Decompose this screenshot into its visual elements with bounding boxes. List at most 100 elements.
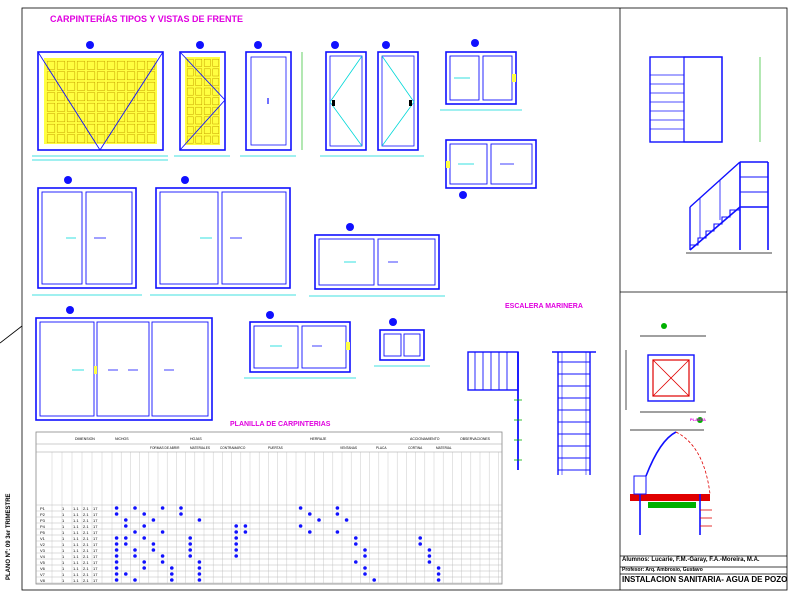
row-depth: 17 [93,577,98,583]
glass-pane [56,113,66,123]
glass-pane [186,106,194,115]
glass-pane [66,81,76,91]
glass-pane [195,106,203,115]
row-depth: 17 [93,571,98,577]
glass-pane [212,68,220,77]
glass-pane [195,58,203,67]
schedule-mark [151,548,156,552]
row-width: 1.1 [73,547,79,553]
glass-grid [46,60,156,144]
row-depth: 17 [93,541,98,547]
glass-pane [126,92,136,102]
schedule-mark [133,578,137,582]
schedule-mark [160,506,165,510]
schedule-mark [436,566,441,570]
schedule-mark [114,542,119,546]
glass-pane [86,81,96,91]
glass-pane [136,71,146,81]
glass-pane [116,102,126,112]
schedule-mark [114,554,119,558]
glass-pane [66,134,76,144]
schedule-sub-header: CONTRAMARCO [220,446,246,450]
schedule-border [35,431,503,585]
glass-pane [195,126,203,134]
row-code: V7 [40,571,45,577]
window-type-4 [150,176,296,296]
schedule-mark [363,554,367,558]
glass-pane [66,102,76,112]
type-marker-icon [346,223,354,231]
schedule-mark [133,548,137,552]
glass-pane [186,68,194,77]
glass-pane [195,97,203,106]
row-code: V2 [40,541,45,547]
glass-pane [76,113,86,123]
glass-pane [76,102,86,112]
schedule-mark [418,542,423,546]
schedule-mark [170,566,174,570]
row-depth: 17 [93,511,98,517]
schedule-sub-header: MATERIALES [190,446,210,450]
row-qty: 1 [62,565,65,571]
glass-pane [96,81,106,91]
glass-pane [66,60,76,70]
glass-pane [136,134,146,144]
row-depth: 17 [93,505,98,511]
glass-pane [86,113,96,123]
row-height: 2.1 [83,505,89,511]
glass-pane [46,60,56,70]
schedule-mark [363,566,367,570]
glass-pane [66,113,76,123]
glass-pane [96,113,106,123]
schedule-mark [142,536,146,540]
row-code: V5 [40,559,45,565]
glass-pane [86,123,96,133]
row-height: 2.1 [83,529,89,535]
row-qty: 1 [62,553,65,559]
schedule-mark [133,506,137,510]
row-code: P2 [40,511,45,517]
glass-pane [76,71,86,81]
row-height: 2.1 [83,535,89,541]
schedule-mark [335,530,340,534]
schedule-sub-header: CORTINA [408,446,423,450]
schedule-mark [298,506,303,510]
door-type-1 [32,41,168,161]
row-width: 1.1 [73,559,79,565]
glass-pane [76,123,86,133]
type-marker-icon [181,176,189,184]
type-marker-icon [86,41,94,49]
sheet-side-label: PLANO Nº: 09 3er TRIMESTRE [6,493,12,580]
window-type-8 [374,318,430,367]
schedule-mark [188,548,192,552]
glass-pane [86,60,96,70]
glass-pane [195,135,203,144]
schedule-mark [114,578,119,582]
schedule-group-header: HERRAJE [310,437,327,441]
type-marker-icon [459,191,467,199]
row-width: 1.1 [73,577,79,583]
glass-pane [106,102,116,112]
glass-pane [195,68,203,77]
glass-pane [66,71,76,81]
glass-pane [195,78,203,86]
row-depth: 17 [93,529,98,535]
row-code: V1 [40,535,45,541]
glass-pane [46,113,56,123]
schedule-mark [114,536,119,540]
schedule-mark [234,530,238,534]
glass-pane [46,92,56,102]
schedule-mark [317,518,321,522]
row-qty: 1 [62,523,65,529]
glass-pane [46,134,56,144]
glass-pane [212,135,220,144]
schedule-mark [160,560,165,564]
schedule-mark [142,524,146,528]
main-title: CARPINTERÍAS TIPOS Y VISTAS DE FRENTE [50,14,244,24]
schedule-title: PLANILLA DE CARPINTERIAS [230,421,331,428]
glass-pane [146,102,156,112]
row-width: 1.1 [73,565,79,571]
row-width: 1.1 [73,517,79,523]
type-marker-icon [389,318,397,326]
